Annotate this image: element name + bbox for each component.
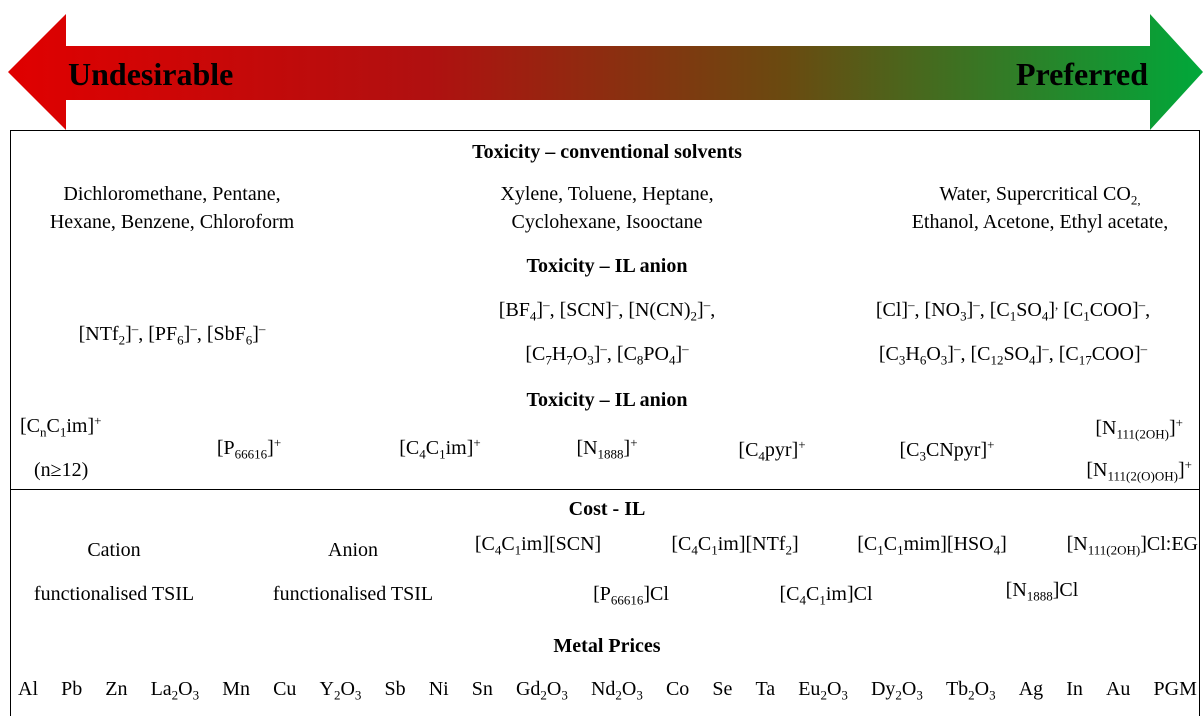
cation-n111-2ooh: [N111(2(O)OH)]+ (1086, 456, 1192, 484)
preference-arrow (8, 14, 1203, 130)
cation-c4c1im: [C4C1im]+ (399, 434, 481, 462)
metal-item: PGM (1153, 678, 1197, 700)
metal-item: Au (1105, 678, 1131, 700)
metal-item: Se (712, 678, 733, 700)
cation-n1888: [N1888]+ (576, 434, 638, 462)
cation-p66616: [P66616]+ (216, 434, 282, 462)
cost-c4c1im-cl: [C4C1im]Cl (779, 583, 873, 608)
metal-item: Sn (471, 678, 493, 700)
metal-item: Mn (222, 678, 250, 700)
cost-heading: Cost - IL (568, 498, 646, 520)
solvents-mid-line2: Cyclohexane, Isooctane (511, 211, 703, 233)
metal-item: Eu2O3 (798, 678, 848, 703)
metal-item: Sb (384, 678, 406, 700)
cation-c3cnpyr: [C3CNpyr]+ (899, 436, 995, 464)
cation-cnc1im: [CnC1im]+ (20, 412, 102, 440)
cost-n1888-cl: [N1888]Cl (1005, 579, 1079, 604)
solvents-preferred-line1-text: Water, Supercritical CO (939, 183, 1131, 205)
cost-anion-line2: functionalised TSIL (272, 583, 434, 605)
metals-heading: Metal Prices (553, 635, 661, 657)
anion-mid-line2: [C7H7O3]–, [C8PO4]– (525, 340, 689, 368)
solvents-preferred-line1: Water, Supercritical CO2, (939, 182, 1141, 208)
section-divider (10, 489, 1200, 490)
metal-item: Dy2O3 (870, 678, 923, 703)
anion-preferred-line1: [Cl]–, [NO3]–, [C1SO4], [C1COO]–, (875, 296, 1151, 324)
cost-cation-line1: Cation (87, 539, 141, 561)
solvents-undesirable-line1: Dichloromethane, Pentane, (63, 183, 281, 205)
metal-item: Ag (1018, 678, 1044, 700)
undesirable-label: Undesirable (68, 56, 234, 92)
metal-item: Al (18, 678, 38, 700)
cost-c4c1im-ntf2: [C4C1im][NTf2] (671, 533, 799, 558)
solvents-mid-line1: Xylene, Toluene, Heptane, (500, 183, 714, 205)
metal-item: Cu (273, 678, 297, 700)
anion-mid-line1: [BF4]–, [SCN]–, [N(CN)2]–, (498, 296, 716, 324)
metal-item: Ta (755, 678, 776, 700)
metal-item: Gd2O3 (515, 678, 568, 703)
metal-item: Pb (61, 678, 83, 700)
arrow-shape (8, 14, 1203, 130)
content-frame (10, 130, 1200, 716)
cation-n-condition: (n≥12) (34, 459, 89, 481)
solvents-preferred-line1-sub: 2, (1130, 192, 1141, 208)
metal-item: Nd2O3 (590, 678, 643, 703)
metal-item: Y2O3 (319, 678, 362, 703)
metal-item: La2O3 (150, 678, 200, 703)
anion-preferred-line2: [C3H6O3]–, [C12SO4]–, [C17COO]– (878, 340, 1148, 368)
cation-n111-2oh: [N111(2OH)]+ (1095, 414, 1183, 442)
metal-list: Al Pb Zn La2O3 Mn Cu Y2O3 Sb Ni Sn Gd2O3… (18, 677, 1197, 703)
cost-c1c1mim-hso4: [C1C1mim][HSO4] (857, 533, 1007, 558)
solvents-undesirable-line2: Hexane, Benzene, Chloroform (49, 211, 295, 233)
solvents-preferred-line2: Ethanol, Acetone, Ethyl acetate, (911, 211, 1169, 233)
metal-item: In (1066, 678, 1083, 700)
cation-heading: Toxicity – IL anion (526, 389, 688, 411)
anion-heading: Toxicity – IL anion (526, 255, 688, 277)
anion-undesirable: [NTf2]–, [PF6]–, [SbF6]– (78, 320, 266, 348)
cost-anion-line1: Anion (328, 539, 378, 561)
cost-n111-cl-eg: [N111(2OH)]Cl:EG (1066, 533, 1198, 558)
cost-p66616-cl: [P66616]Cl (593, 583, 669, 608)
cost-c4c1im-scn: [C4C1im][SCN] (474, 533, 602, 558)
cation-c4pyr: [C4pyr]+ (738, 436, 806, 464)
preferred-label: Preferred (1015, 56, 1148, 92)
cost-cation-line2: functionalised TSIL (33, 583, 195, 605)
metal-item: Zn (105, 678, 128, 700)
solvents-heading: Toxicity – conventional solvents (472, 141, 742, 163)
metal-item: Co (665, 678, 690, 700)
metal-item: Ni (428, 678, 449, 700)
metal-item: Tb2O3 (945, 678, 996, 703)
